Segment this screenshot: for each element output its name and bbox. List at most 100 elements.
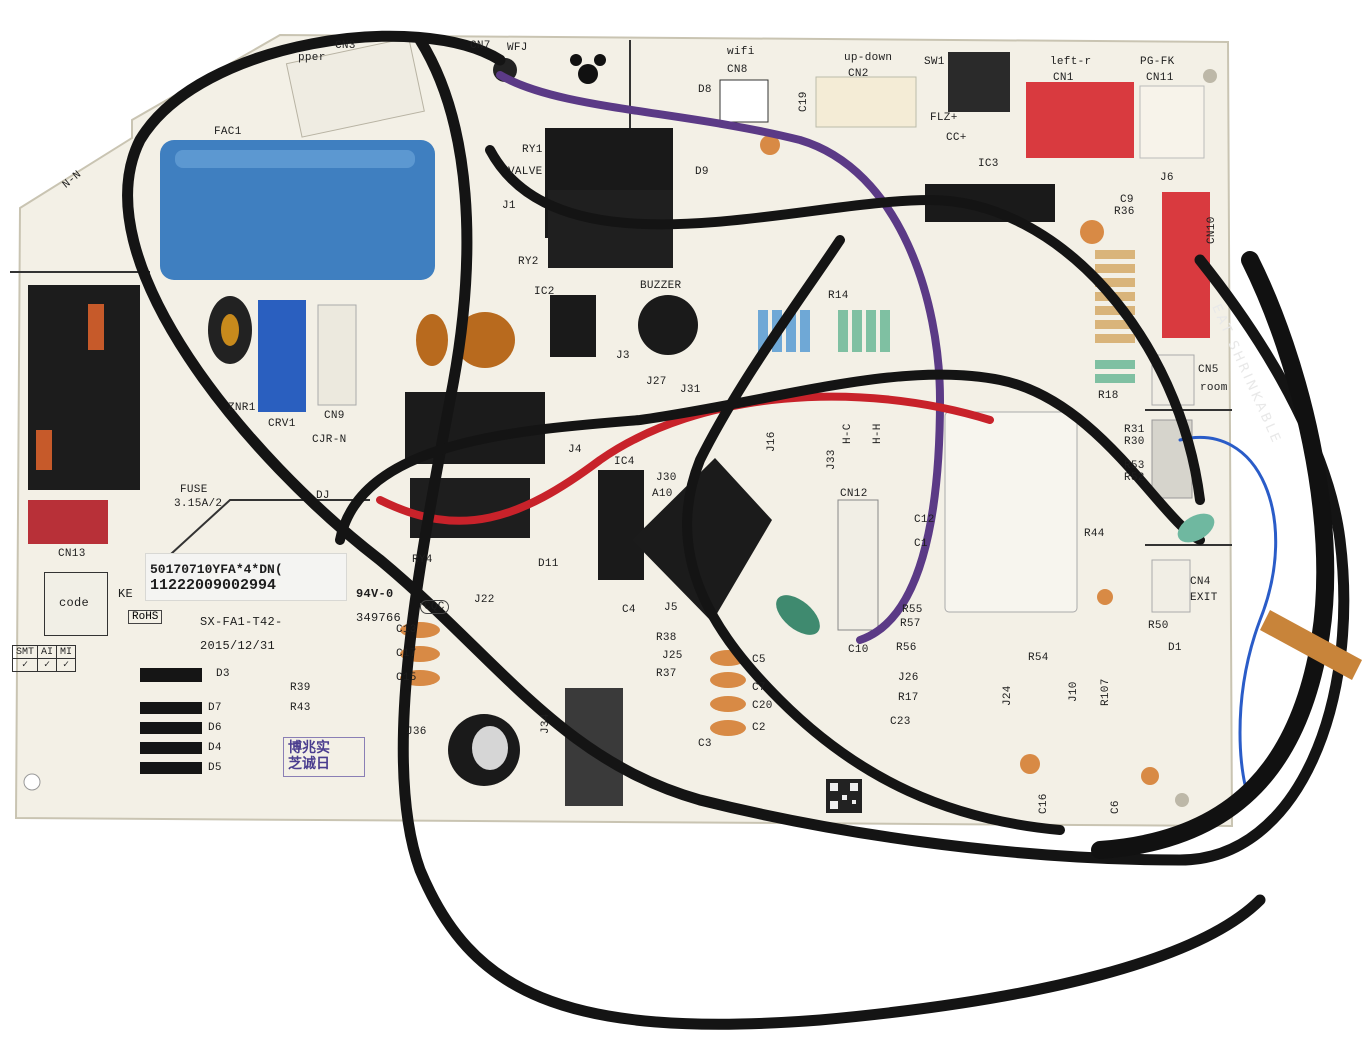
label-c20: C20 [752, 700, 773, 712]
sticker-line1: 50170710YFA*4*DN( [150, 562, 283, 577]
wire-red [376, 392, 994, 525]
label-znr1: ZNR1 [228, 402, 256, 414]
wire-purple [496, 71, 945, 644]
label-cqc: CQC [420, 600, 449, 614]
label-valve: VALVE [508, 166, 543, 178]
capacitor-highlight [175, 150, 415, 168]
label-cn3: CN3 [335, 40, 356, 52]
inspection-stamp: 博兆实 芝诚日 [283, 737, 365, 777]
sticker-line2: 11222009002994 [150, 577, 277, 594]
label-flz: FLZ+ [930, 112, 958, 124]
label-r56: R56 [896, 642, 917, 654]
label-ke: KE [118, 587, 134, 601]
label-ccplus: CC+ [946, 132, 967, 144]
label-r30: R30 [1124, 436, 1145, 448]
label-j30: J30 [656, 472, 677, 484]
label-c3: C3 [698, 738, 712, 750]
label-d7: D7 [208, 702, 222, 714]
label-r53: R53 [1124, 460, 1145, 472]
label-updown: up-down [844, 52, 893, 64]
label-cn7: CN7 [470, 40, 491, 52]
label-wfj: WFJ [507, 42, 528, 54]
label-j33: J33 [826, 449, 838, 470]
toroid-inductor [455, 312, 515, 368]
rohs-mark: RoHS [128, 610, 163, 624]
qc-check: ✓ [11, 658, 39, 672]
mounting-hole [1203, 69, 1217, 83]
label-r50: R50 [1148, 620, 1169, 632]
label-fuse-rating: 3.15A/2 [174, 498, 223, 510]
green-sleeve [776, 595, 820, 635]
label-r43: R43 [290, 702, 311, 714]
connector-cn11 [1139, 85, 1205, 159]
inductor-core [221, 314, 239, 346]
label-date: 2015/12/31 [200, 639, 276, 653]
label-part-number: 349766 [356, 611, 402, 625]
label-c15: C15 [396, 672, 417, 684]
connector-cn4 [1151, 559, 1191, 613]
label-c12: C12 [914, 514, 935, 526]
wire-black [485, 145, 1205, 505]
capacitor-top [472, 726, 508, 770]
qc-check: ✓ [37, 658, 58, 672]
label-leftr: left-r [1050, 56, 1092, 68]
label-crv1: CRV1 [268, 418, 296, 430]
diodes [140, 668, 202, 774]
label-d9: D9 [695, 166, 709, 178]
qc-check: ✓ [56, 658, 77, 672]
wire-blue [1178, 436, 1278, 802]
label-model: SX-FA1-T42- [200, 615, 283, 629]
code-box: code [44, 572, 108, 636]
label-ic2: IC2 [534, 286, 555, 298]
label-r52: R52 [1124, 472, 1145, 484]
connector-cn9 [317, 304, 357, 406]
label-cn2: CN2 [848, 68, 869, 80]
label-c16: C16 [1038, 793, 1050, 814]
label-c7: C7 [752, 682, 766, 694]
connector-cn8 [719, 79, 769, 123]
label-c13: C13 [396, 624, 417, 636]
label-d3: D3 [216, 668, 230, 680]
wire-black [682, 235, 1065, 835]
label-cn5: CN5 [1198, 364, 1219, 376]
capacitor-fac1 [160, 140, 435, 280]
chip-ic4 [598, 470, 644, 580]
label-fuse: FUSE [180, 484, 208, 496]
label-fac1: FAC1 [214, 126, 242, 138]
label-c2: C2 [752, 722, 766, 734]
label-r14: R14 [828, 290, 849, 302]
connector-white-plug [944, 411, 1078, 613]
label-ic4: IC4 [614, 456, 635, 468]
label-c19: C19 [798, 91, 810, 112]
code-label: code [59, 596, 90, 610]
label-c10: C10 [848, 644, 869, 656]
label-ry1: RY1 [522, 144, 543, 156]
mounting-hole [1175, 793, 1189, 807]
label-cn12: CN12 [840, 488, 868, 500]
label-c6: C6 [1110, 800, 1122, 814]
label-d4: D4 [208, 742, 222, 754]
label-j22: J22 [474, 594, 495, 606]
label-r31: R31 [1124, 424, 1145, 436]
connector-cn2 [815, 76, 917, 128]
label-c5: C5 [752, 654, 766, 666]
label-j6: J6 [1160, 172, 1174, 184]
label-r18: R18 [1098, 390, 1119, 402]
qc-header: MI [56, 645, 77, 659]
chip-ic2 [550, 295, 596, 357]
temperature-sensor-probe [1260, 610, 1362, 680]
label-j26: J26 [898, 672, 919, 684]
label-94v0: 94V-0 [356, 587, 394, 601]
label-r17: R17 [898, 692, 919, 704]
label-cjrn: CJR-N [312, 434, 347, 446]
label-r38: R38 [656, 632, 677, 644]
qr-code-icon [826, 779, 862, 813]
label-j34: J34 [540, 713, 552, 734]
label-a10: A10 [652, 488, 673, 500]
label-c4: C4 [622, 604, 636, 616]
label-cn10: CN10 [1206, 216, 1218, 244]
label-d5: D5 [208, 762, 222, 774]
wire-black [335, 369, 1205, 545]
terminal-tab [36, 430, 52, 470]
label-hh: H-H [872, 423, 884, 444]
